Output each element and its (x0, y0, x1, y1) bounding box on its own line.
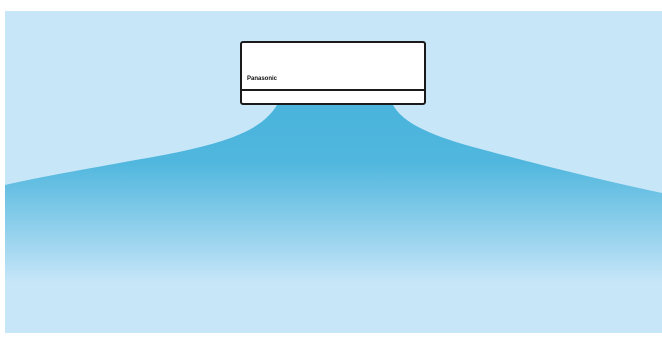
ac-vent-divider (242, 89, 424, 91)
air-conditioner-unit: Panasonic (240, 41, 426, 105)
brand-logo-text: Panasonic (247, 76, 277, 83)
scene-background: Panasonic (5, 11, 662, 333)
